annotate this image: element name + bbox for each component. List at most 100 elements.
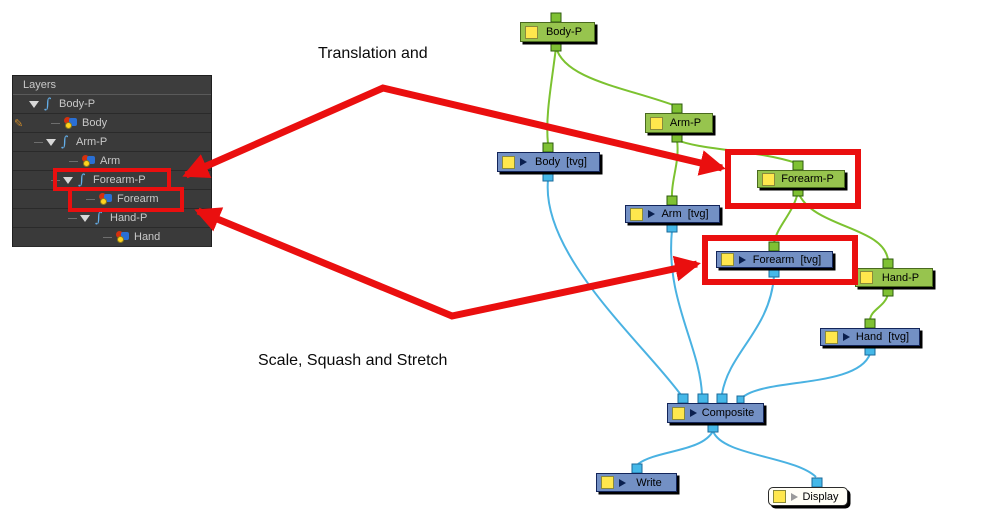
- port-composite-in2[interactable]: [697, 393, 709, 404]
- cable-handtvg-composite[interactable]: [742, 353, 871, 398]
- node-label: Forearm [tvg]: [752, 253, 822, 266]
- node-color-chip-icon[interactable]: [672, 406, 685, 420]
- cable-bodyp-bodytvg[interactable]: [546, 46, 557, 145]
- cable-armtvg-composite[interactable]: [670, 229, 703, 396]
- drawing-layer-icon: [98, 192, 113, 206]
- node-forearm-tvg[interactable]: Forearm [tvg]: [716, 251, 833, 268]
- layer-row-body-p[interactable]: ∫ Body-P: [13, 95, 211, 114]
- layer-row-forearm-p[interactable]: ∫ Forearm-P: [13, 171, 211, 190]
- node-arm-tvg[interactable]: Arm [tvg]: [625, 205, 720, 223]
- port-composite-out[interactable]: [707, 422, 719, 433]
- expand-arrow-icon[interactable]: [29, 100, 39, 108]
- port-bodyp-out[interactable]: [550, 41, 562, 52]
- node-label: Forearm-P: [781, 173, 834, 185]
- cable-composite-display[interactable]: [712, 430, 817, 478]
- port-handtvg-out[interactable]: [864, 345, 876, 356]
- port-armp-out[interactable]: [671, 132, 683, 143]
- port-handp-out[interactable]: [882, 286, 894, 297]
- port-forearmp-out[interactable]: [792, 186, 804, 197]
- port-bodyp-in[interactable]: [550, 12, 562, 23]
- port-display-in[interactable]: [811, 477, 823, 488]
- peg-layer-icon: ∫: [95, 210, 103, 226]
- node-body-p[interactable]: Body-P: [520, 22, 595, 42]
- node-color-chip-icon[interactable]: [762, 172, 775, 186]
- cable-forearmp-forearmtvg[interactable]: [773, 191, 799, 244]
- cable-forearmp-handp[interactable]: [797, 191, 889, 261]
- node-color-chip-icon[interactable]: [721, 253, 734, 266]
- annotation-label-scale: Scale, Squash and Stretch: [258, 352, 448, 369]
- node-label: Hand-P: [881, 271, 920, 284]
- play-arrow-icon[interactable]: [619, 478, 626, 487]
- node-write[interactable]: Write: [596, 473, 677, 492]
- peg-layer-icon: ∫: [44, 96, 52, 112]
- play-arrow-icon[interactable]: [690, 409, 697, 417]
- node-color-chip-icon[interactable]: [773, 490, 786, 503]
- cable-composite-write[interactable]: [637, 430, 714, 465]
- drawing-layer-icon: [115, 230, 130, 244]
- port-armtvg-out[interactable]: [666, 222, 678, 233]
- expand-arrow-icon[interactable]: [63, 176, 73, 184]
- cable-handp-handtvg[interactable]: [869, 293, 889, 321]
- port-composite-in3[interactable]: [716, 393, 728, 404]
- cable-forearmtvg-composite[interactable]: [721, 275, 775, 395]
- port-forearmp-in[interactable]: [792, 160, 804, 171]
- expand-arrow-icon[interactable]: [46, 138, 56, 146]
- port-forearmtvg-out[interactable]: [768, 267, 780, 278]
- node-color-chip-icon[interactable]: [502, 155, 515, 169]
- port-handtvg-in[interactable]: [864, 318, 876, 329]
- node-label: Body [tvg]: [535, 156, 587, 168]
- node-hand-tvg[interactable]: Hand [tvg]: [820, 328, 920, 346]
- expand-arrow-icon[interactable]: [80, 214, 90, 222]
- layer-label: Arm-P: [76, 136, 108, 148]
- layer-row-body[interactable]: ✎ Body: [13, 114, 211, 133]
- cable-armp-armtvg[interactable]: [670, 139, 679, 198]
- node-label: Arm-P: [669, 117, 702, 129]
- play-arrow-icon[interactable]: [739, 255, 746, 264]
- node-display[interactable]: Display: [768, 487, 848, 506]
- play-arrow-icon[interactable]: [648, 210, 655, 218]
- play-arrow-icon[interactable]: [791, 492, 798, 501]
- port-composite-in4[interactable]: [736, 395, 745, 404]
- layer-row-forearm[interactable]: Forearm: [13, 190, 211, 209]
- port-bodytvg-out[interactable]: [542, 171, 554, 182]
- cable-armp-forearmp[interactable]: [676, 139, 797, 164]
- node-hand-p[interactable]: Hand-P: [855, 268, 933, 287]
- layer-label: Arm: [100, 155, 121, 167]
- port-composite-in1[interactable]: [677, 393, 689, 404]
- layer-row-arm[interactable]: Arm: [13, 152, 211, 171]
- cable-bodyp-armp[interactable]: [555, 46, 677, 107]
- node-color-chip-icon[interactable]: [525, 25, 538, 39]
- node-body-tvg[interactable]: Body [tvg]: [497, 152, 600, 172]
- port-armp-in[interactable]: [671, 103, 683, 114]
- node-color-chip-icon[interactable]: [601, 476, 614, 489]
- node-color-chip-icon[interactable]: [630, 207, 643, 221]
- node-composite[interactable]: Composite: [667, 403, 764, 423]
- port-write-in[interactable]: [631, 463, 643, 474]
- pencil-icon[interactable]: ✎: [14, 118, 24, 130]
- node-forearm-p[interactable]: Forearm-P: [757, 170, 845, 188]
- port-bodytvg-in[interactable]: [542, 142, 554, 153]
- node-color-chip-icon[interactable]: [825, 330, 838, 344]
- port-handp-in[interactable]: [882, 258, 894, 269]
- layers-panel-title: Layers: [13, 76, 211, 95]
- layer-label: Hand-P: [110, 212, 148, 224]
- node-label: Display: [802, 490, 839, 503]
- layer-row-hand-p[interactable]: ∫ Hand-P: [13, 209, 211, 228]
- port-armtvg-in[interactable]: [666, 195, 678, 206]
- drawing-layer-icon: [81, 154, 96, 168]
- layer-label: Body-P: [59, 98, 96, 110]
- layer-row-arm-p[interactable]: ∫ Arm-P: [13, 133, 211, 152]
- node-label: Composite: [701, 407, 755, 419]
- layer-label: Hand: [134, 231, 161, 243]
- play-arrow-icon[interactable]: [843, 333, 850, 341]
- node-label: Body-P: [545, 26, 583, 38]
- node-arm-p[interactable]: Arm-P: [645, 113, 713, 133]
- layer-row-hand[interactable]: Hand: [13, 228, 211, 247]
- node-color-chip-icon[interactable]: [860, 271, 873, 284]
- play-arrow-icon[interactable]: [520, 158, 527, 166]
- layer-label: Body: [82, 117, 108, 129]
- node-color-chip-icon[interactable]: [650, 116, 663, 130]
- layer-label: Forearm: [117, 193, 159, 205]
- port-forearmtvg-in[interactable]: [768, 241, 780, 252]
